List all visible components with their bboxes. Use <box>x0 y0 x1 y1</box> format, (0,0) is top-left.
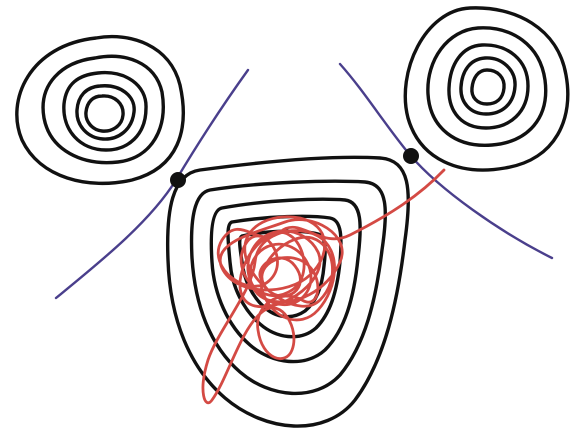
left-saddle-point <box>170 172 186 188</box>
upper-right-contour-5 <box>472 70 504 104</box>
upper-right-basin <box>405 8 568 170</box>
upper-left-basin <box>17 37 183 184</box>
right-saddle-point <box>403 148 419 164</box>
upper-left-contour-5 <box>86 96 123 131</box>
